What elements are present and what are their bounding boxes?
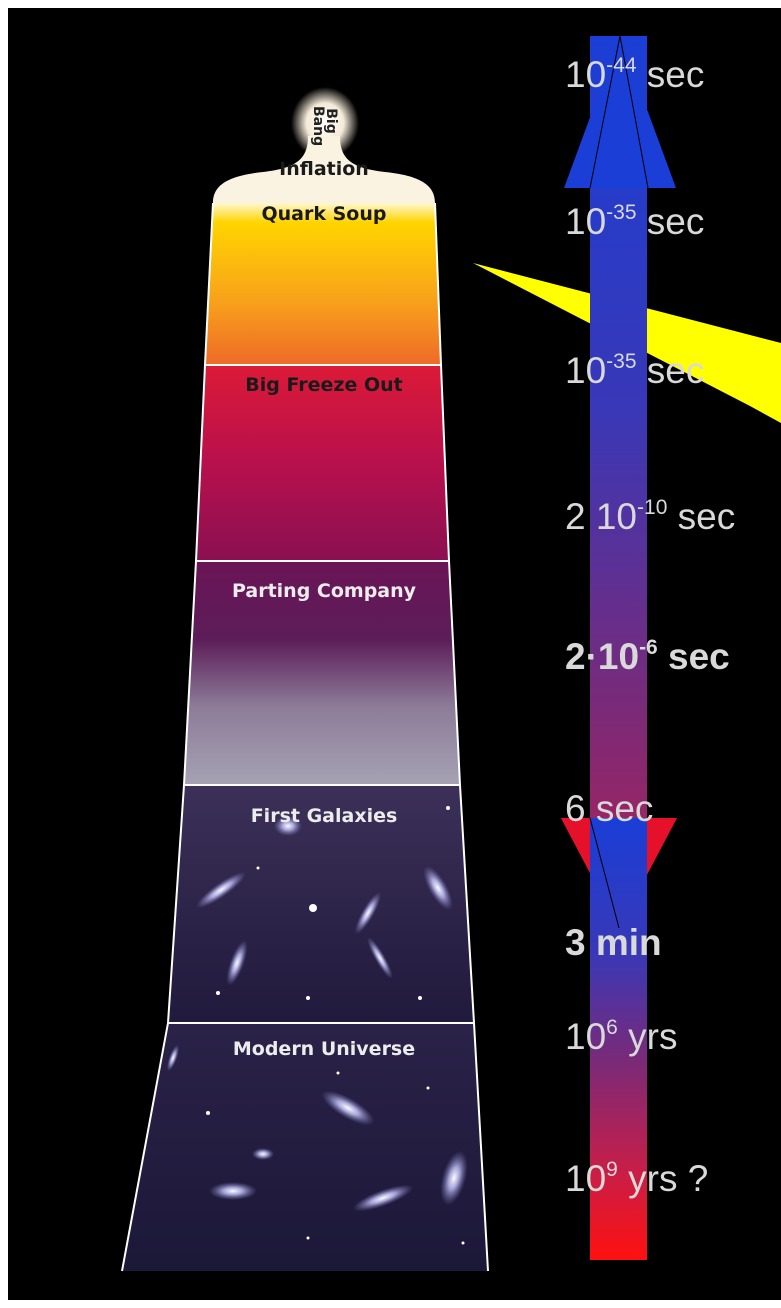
time-label: 3 min (565, 922, 662, 963)
era-label-inflation: Inflation (279, 158, 369, 180)
parting-company-region (184, 561, 460, 785)
time-label: 2·10-6 sec (565, 636, 730, 677)
time-label: 10-35 sec (565, 350, 705, 391)
pointer-triangle (473, 263, 781, 423)
funnel-outline (121, 202, 489, 1272)
inflation-region (213, 136, 435, 203)
galaxy-field (166, 806, 468, 1245)
big-bang-label: Big Bang (310, 106, 339, 147)
time-arrow-down-head-front (561, 818, 590, 873)
time-arrow-down-head-front (647, 818, 677, 873)
era-label-big-freeze-out: Big Freeze Out (245, 374, 403, 396)
quark-soup-region (205, 203, 441, 365)
time-arrow-up-head (564, 36, 676, 188)
era-label-quark-soup: Quark Soup (261, 203, 387, 225)
era-label-first-galaxies: First Galaxies (250, 805, 398, 827)
first-galaxies-region (168, 785, 474, 1023)
time-arrow-down-shaft (590, 818, 647, 1260)
modern-universe-region (122, 1023, 488, 1271)
time-arrow-up-head-outline (589, 35, 649, 189)
time-label: 109 yrs ? (565, 1158, 709, 1199)
time-label: 10-44 sec (565, 54, 705, 95)
cosmic-history-diagram (121, 35, 781, 1272)
time-label: 106 yrs (565, 1016, 678, 1057)
diagram-canvas: Big Bang Inflation Quark Soup Big Freeze… (8, 8, 781, 1300)
time-arrow-down-head-outline (589, 817, 620, 929)
big-freeze-out-region (196, 365, 449, 561)
time-label: 10-35 sec (565, 201, 705, 242)
time-label: 2 10-10 sec (565, 496, 736, 537)
time-label: 6 sec (565, 788, 654, 829)
era-label-parting-company: Parting Company (231, 580, 417, 602)
era-label-modern-universe: Modern Universe (232, 1038, 416, 1060)
